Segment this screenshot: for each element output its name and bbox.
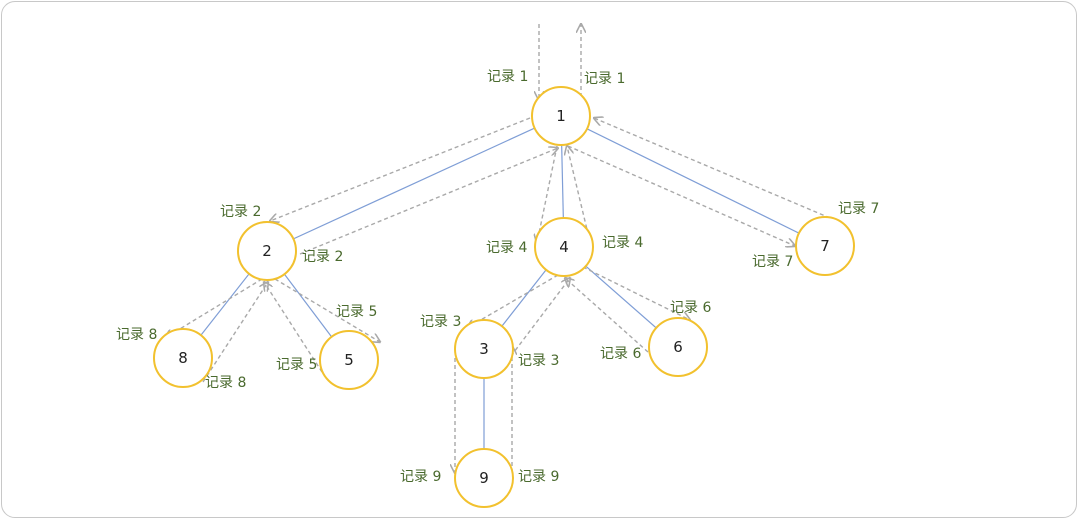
- trace-4-to-1: [567, 146, 591, 243]
- trace-label: 记录 1: [584, 71, 625, 87]
- trace-label: 记录 4: [486, 240, 527, 256]
- trace-label: 记录 7: [752, 254, 793, 270]
- trace-label: 记录 4: [602, 235, 643, 251]
- node-circle: [648, 317, 708, 377]
- node-4: 4: [534, 217, 594, 277]
- node-circle: [454, 448, 514, 508]
- trace-label: 记录 5: [276, 357, 317, 373]
- node-label: 8: [178, 349, 188, 367]
- trace-1-to-2: [270, 117, 531, 221]
- node-label: 1: [556, 107, 566, 125]
- trace-1-to-7: [567, 145, 795, 246]
- node-circle: [237, 221, 297, 281]
- trace-label: 记录 3: [518, 353, 559, 369]
- trace-label: 记录 9: [518, 469, 559, 485]
- node-3: 3: [454, 319, 514, 379]
- node-circle: [454, 319, 514, 379]
- trace-label: 记录 8: [116, 327, 157, 343]
- trace-label: 记录 9: [400, 469, 441, 485]
- trace-label: 记录 1: [487, 69, 528, 85]
- trace-label: 记录 2: [220, 204, 261, 220]
- node-label: 3: [479, 340, 489, 358]
- edge-1-7: [560, 115, 826, 247]
- node-1: 1: [531, 86, 591, 146]
- node-label: 7: [820, 237, 830, 255]
- node-2: 2: [237, 221, 297, 281]
- trace-8-to-2: [202, 282, 268, 383]
- trace-5-to-2: [264, 282, 323, 373]
- tree-nodes: 1 2 4 7 8 5 3 6 9: [153, 86, 855, 508]
- node-circle: [795, 216, 855, 276]
- trace-label: 记录 2: [302, 249, 343, 265]
- trace-6-to-4: [565, 278, 649, 353]
- node-6: 6: [648, 317, 708, 377]
- trace-4-to-6: [582, 266, 690, 320]
- node-7: 7: [795, 216, 855, 276]
- traversal-traces: [165, 24, 831, 473]
- node-label: 4: [559, 238, 569, 256]
- node-circle: [534, 217, 594, 277]
- trace-label: 记录 6: [600, 346, 641, 362]
- trace-label: 记录 5: [336, 304, 377, 320]
- node-circle: [319, 330, 379, 390]
- trace-label: 记录 7: [838, 201, 879, 217]
- trace-label: 记录 8: [205, 375, 246, 391]
- node-label: 2: [262, 242, 272, 260]
- node-5: 5: [319, 330, 379, 390]
- trace-7-to-1: [594, 118, 831, 219]
- trace-labels: 记录 1 记录 1 记录 2 记录 2 记录 4 记录 4 记录 7 记录 7 记录 8 记录 8…: [116, 69, 879, 485]
- node-circle: [531, 86, 591, 146]
- trace-label: 记录 6: [670, 300, 711, 316]
- node-9: 9: [454, 448, 514, 508]
- node-label: 6: [673, 338, 683, 356]
- trace-label: 记录 3: [420, 314, 461, 330]
- node-label: 5: [344, 351, 354, 369]
- trace-2-to-1: [299, 148, 558, 255]
- node-circle: [153, 328, 213, 388]
- node-8: 8: [153, 328, 213, 388]
- node-label: 9: [479, 469, 489, 487]
- trace-1-to-4: [537, 145, 558, 243]
- trace-3-to-4: [510, 278, 570, 357]
- edge-1-2: [266, 115, 562, 252]
